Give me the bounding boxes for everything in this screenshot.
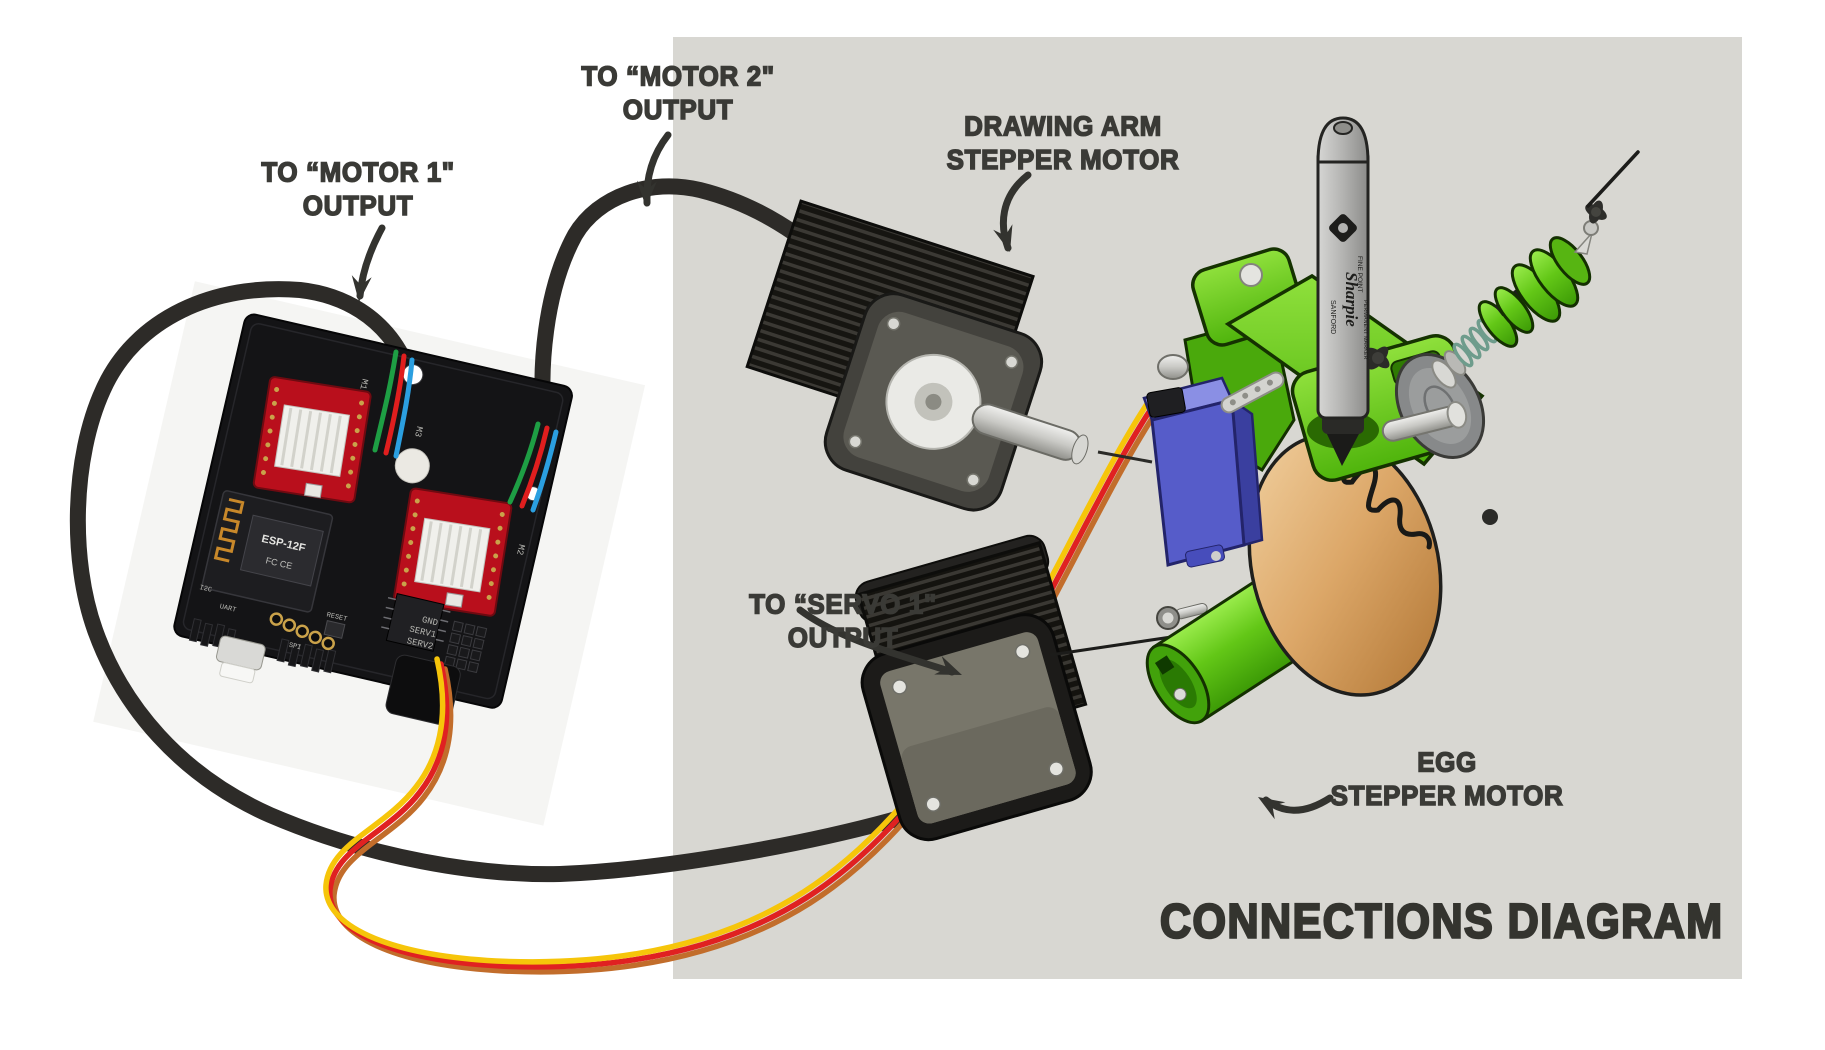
pivot-pin (1157, 354, 1189, 380)
motor-screws (891, 643, 1065, 812)
motor-screws (848, 316, 1019, 487)
motor1-cable (69, 281, 1086, 883)
silk-gnd: GND (421, 615, 439, 628)
servo-horn (1220, 371, 1285, 414)
spi-holes (269, 612, 335, 651)
stepper-driver-1 (252, 376, 372, 504)
egg-motor-line2: STEPPER MOTOR (1330, 778, 1564, 812)
servo-body (1150, 398, 1246, 567)
drawing-arm-motor-line2: STEPPER MOTOR (946, 142, 1180, 176)
motor2-output-line2: OUTPUT (622, 92, 734, 126)
silk-m2: M2 (514, 543, 526, 556)
arm-knob (1482, 509, 1498, 525)
wing-nut (1585, 200, 1607, 224)
arrow-heads (351, 180, 1286, 820)
servo-arrow (796, 606, 956, 676)
capacitor (394, 448, 430, 484)
servo1-output-label: TO “SERVO 1" OUTPUT (688, 587, 998, 655)
sharpie-pen: SANFORD Sharpie FINE POINT PERMANENT MAR… (1316, 116, 1370, 466)
motor2-output-line1: TO “MOTOR 2" (581, 59, 775, 93)
tail-ball (1583, 220, 1599, 236)
reset-button (323, 620, 346, 639)
motor1-stub-wires (372, 349, 415, 459)
pen-clamp-thumbscrew (1366, 346, 1390, 370)
silk-i2c: I2C (198, 584, 212, 595)
pen-cap-dome (1316, 116, 1370, 164)
pen-kind-label: PERMANENT MARKER (1362, 300, 1368, 360)
motor2-stub-wires (507, 421, 559, 513)
motor1-output-line1: TO “MOTOR 1" (261, 155, 455, 189)
silk-spi: SPI (288, 642, 302, 653)
egg-stepper-motor (854, 534, 1093, 842)
motor2-output-label: TO “MOTOR 2" OUTPUT (528, 59, 828, 127)
esp-module: ESP-12F FC CE (201, 490, 334, 613)
servo-connector (1146, 387, 1186, 418)
pen-tip-label: FINE POINT (1356, 256, 1363, 293)
silk-m1: M1 (357, 378, 369, 391)
pcb-antenna (213, 497, 245, 563)
arm-pivot-dome (1239, 263, 1263, 287)
servo-mount-tab (1184, 544, 1226, 568)
needle (1586, 150, 1640, 208)
pen-brand-label: Sharpie (1342, 272, 1361, 327)
tail-cone (1573, 232, 1593, 255)
pen-tip (1326, 432, 1360, 466)
pressure-adjust-assembly (1431, 150, 1640, 389)
stepper-driver-2 (393, 487, 513, 617)
servo1-output-line2: OUTPUT (787, 620, 899, 654)
egg-motor-line1: EGG (1417, 745, 1477, 779)
diagram-title: CONNECTIONS DIAGRAM (1159, 894, 1724, 950)
dial-clamp-screw (1381, 401, 1468, 442)
egg-motor-label: EGG STEPPER MOTOR (1292, 745, 1602, 813)
drawing-arm-motor-line1: DRAWING ARM (963, 109, 1162, 143)
usb-plug (219, 662, 256, 684)
servo (1142, 376, 1264, 568)
servo-pin-header (443, 620, 488, 674)
silk-uart: UART (219, 603, 237, 615)
egg-shaft-line (1049, 634, 1179, 657)
pen-logo-diamond (1329, 214, 1357, 242)
pen-maker-label: SANFORD (1329, 300, 1336, 334)
coupler-thumbscrew (1156, 602, 1208, 630)
motor1-output-line2: OUTPUT (302, 188, 414, 222)
mcu-chip (385, 593, 445, 652)
silk-m3: M3 (412, 425, 424, 438)
drawing-arm-motor-label: DRAWING ARM STEPPER MOTOR (908, 109, 1218, 177)
shaft-axis-line (1097, 450, 1153, 464)
drawing-arm-stepper-motor (745, 199, 1089, 512)
servo1-output-line1: TO “SERVO 1" (748, 587, 937, 621)
motor1-output-label: TO “MOTOR 1" OUTPUT (203, 155, 513, 223)
